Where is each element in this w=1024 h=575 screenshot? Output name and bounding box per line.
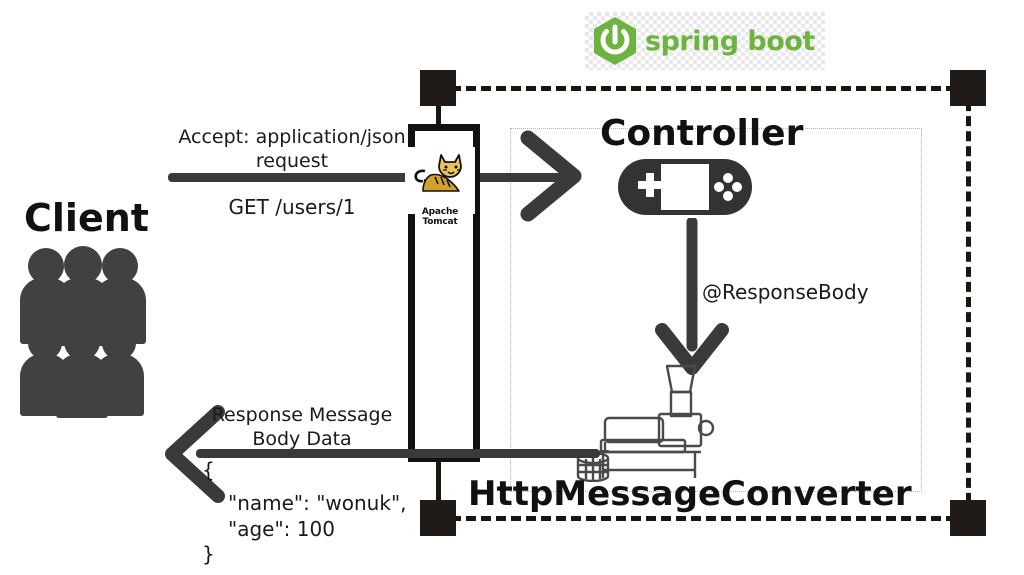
frame-top-dashed-line xyxy=(436,86,956,91)
response-body-close-brace: } xyxy=(202,542,215,566)
spring-boot-logo-text: spring boot xyxy=(645,25,815,57)
response-body-annotation: @ResponseBody xyxy=(702,280,869,304)
power-hexagon-icon xyxy=(591,16,639,66)
response-body-open-brace: { xyxy=(202,458,215,482)
frame-corner-bottom-left xyxy=(420,500,456,536)
http-message-converter-label: HttpMessageConverter xyxy=(468,474,912,514)
people-group-icon xyxy=(18,246,146,418)
client-label: Client xyxy=(24,196,149,240)
corner-stub-top xyxy=(436,106,441,126)
apache-tomcat-cat-icon: Apache Tomcat xyxy=(405,147,475,227)
request-method-line: GET /users/1 xyxy=(228,195,356,219)
response-body-arrow xyxy=(646,216,756,382)
game-controller-icon xyxy=(616,155,754,223)
corner-stub-bottom xyxy=(436,462,441,500)
response-label-line2: Body Data xyxy=(252,428,352,450)
frame-corner-top-right xyxy=(950,70,986,106)
frame-right-dashed-line xyxy=(966,86,971,518)
response-flow-line xyxy=(196,449,600,458)
request-header-line1: Accept: application/json xyxy=(178,126,406,148)
press-machine-icon xyxy=(575,362,725,486)
response-arrow-head xyxy=(160,404,230,508)
inner-dotted-region xyxy=(510,128,922,492)
request-flow-line xyxy=(168,173,572,182)
request-arrow-head xyxy=(518,128,590,228)
frame-corner-top-left xyxy=(420,70,456,106)
frame-corner-bottom-right xyxy=(950,500,986,536)
controller-label: Controller xyxy=(600,113,804,154)
response-label-line1: Response Message xyxy=(211,404,393,426)
response-body-age-field: "age": 100 xyxy=(228,517,335,541)
frame-bottom-dashed-line xyxy=(436,516,956,521)
response-body-name-field: "name": "wonuk", xyxy=(228,491,407,515)
spring-boot-logo: spring boot xyxy=(585,12,825,70)
tomcat-caption: Apache Tomcat xyxy=(421,207,459,227)
request-header-line2: request xyxy=(255,150,329,172)
